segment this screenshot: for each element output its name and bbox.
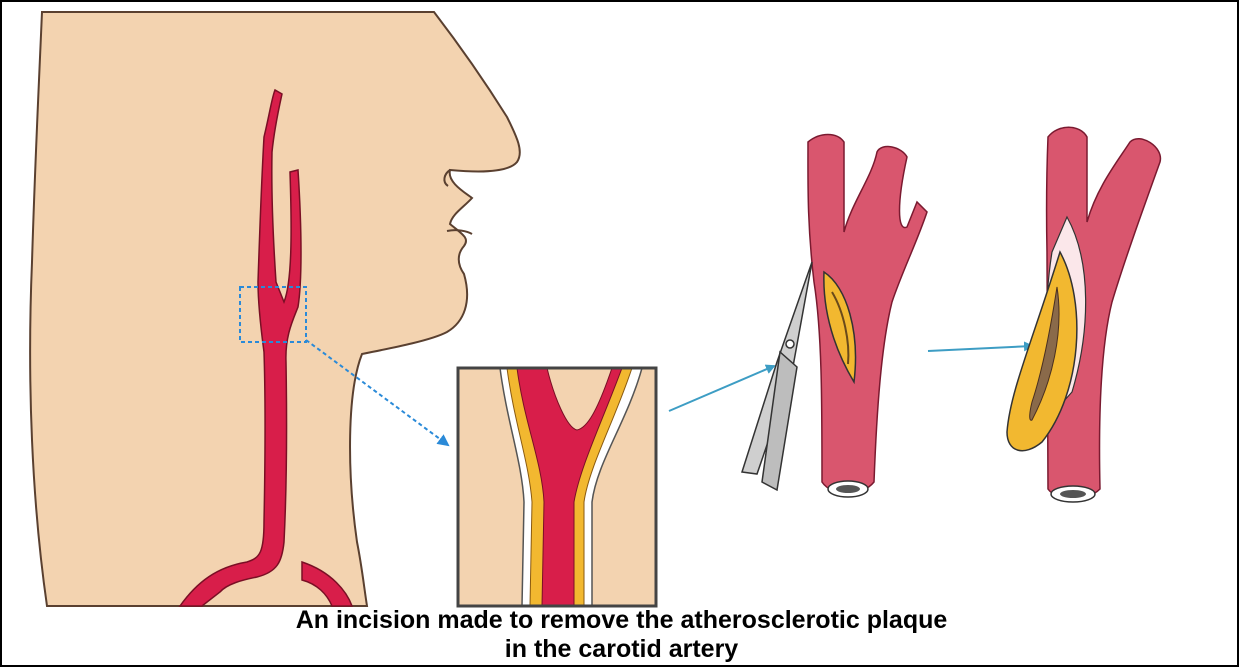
caption-line-2: in the carotid artery	[2, 635, 1239, 664]
magnify-box	[458, 368, 656, 606]
caption: An incision made to remove the atheroscl…	[2, 606, 1239, 664]
caption-line-1: An incision made to remove the atheroscl…	[2, 606, 1239, 635]
opened-artery	[1007, 127, 1160, 502]
arrow-to-incision	[669, 366, 774, 411]
incised-artery	[808, 135, 927, 498]
arrow-to-removed-plaque	[928, 346, 1032, 351]
